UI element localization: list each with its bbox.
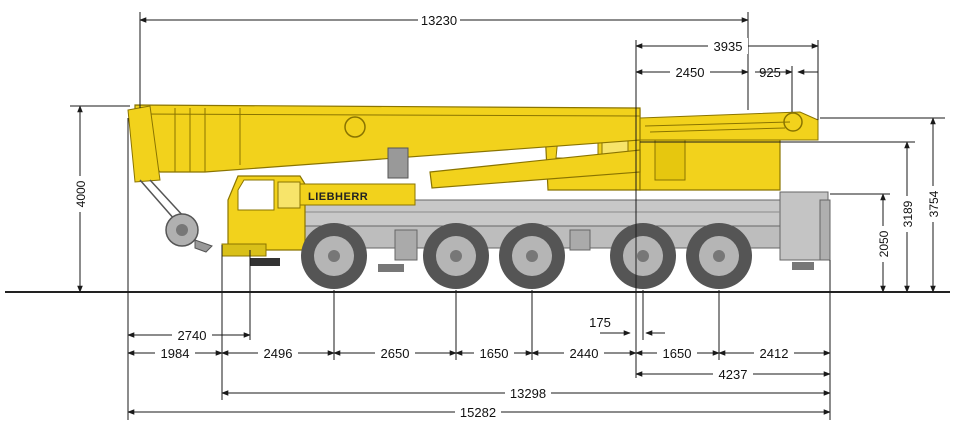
- wheels: [301, 223, 752, 289]
- dim-chain-axle-1-2: 2496: [264, 346, 293, 361]
- crane-illustration: LIEBHERR: [5, 104, 950, 293]
- outrigger-pad-front: [378, 264, 404, 272]
- driver-cab: [221, 175, 306, 266]
- dim-height-mid: 3189: [901, 200, 915, 227]
- dim-height-low: 2050: [877, 230, 891, 257]
- dim-front-2740: 2740: [178, 328, 207, 343]
- dim-chain-axle-4-5: 2440: [570, 346, 599, 361]
- wheel-5: [686, 223, 752, 289]
- wheel-1: [301, 223, 367, 289]
- dim-chain-axle-3-4: 1650: [480, 346, 509, 361]
- boom-sheave: [344, 116, 366, 138]
- dim-overall-length: 15282: [460, 405, 496, 420]
- outrigger-pad-rear: [792, 262, 814, 270]
- telescopic-boom: [127, 104, 641, 189]
- dim-chain-front-overhang: 1984: [161, 346, 190, 361]
- hook-block: [139, 179, 213, 253]
- dimension-labels: 13230 3935 2450 925 4000 2050 3189 3754 …: [72, 12, 941, 420]
- wheel-4: [610, 223, 676, 289]
- dim-front-offset: 175: [589, 315, 611, 330]
- dim-wheelbase-total: 13298: [510, 386, 546, 401]
- dim-height-total-left: 4000: [74, 180, 88, 207]
- dim-chain-axle-5-6: 1650: [663, 346, 692, 361]
- dim-rear-span: 4237: [719, 367, 748, 382]
- wheel-2: [423, 223, 489, 289]
- carrier-deck: LIEBHERR: [299, 183, 416, 206]
- dim-rear-a: 2450: [676, 65, 705, 80]
- dim-height-total-right: 3754: [927, 190, 941, 217]
- luffing-cylinder: [429, 149, 641, 189]
- dim-rear-b: 925: [759, 65, 781, 80]
- dim-chain-axle-2-3: 2650: [381, 346, 410, 361]
- cab-bumper: [221, 243, 267, 257]
- dim-chain-rear-overhang: 2412: [760, 346, 789, 361]
- dim-boom-length: 13230: [421, 13, 457, 28]
- dim-rear-overall: 3935: [714, 39, 743, 54]
- wheel-3: [499, 223, 565, 289]
- liebherr-logo-text: LIEBHERR: [308, 191, 368, 203]
